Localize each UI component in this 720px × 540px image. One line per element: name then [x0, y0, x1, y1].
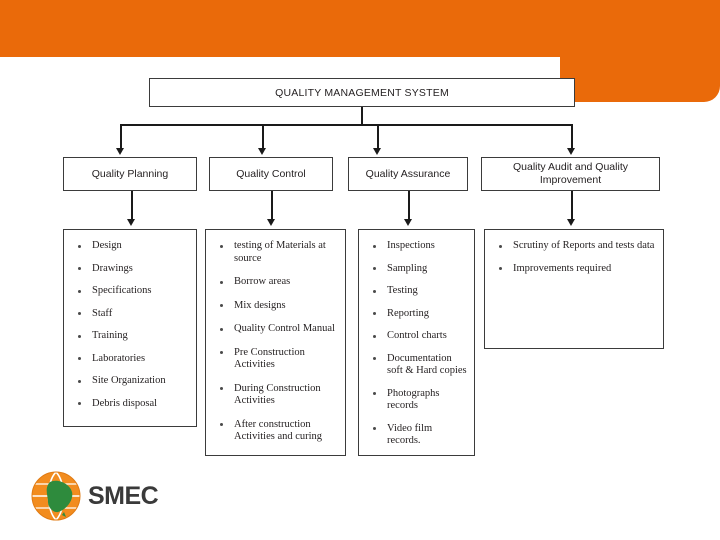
column-body-quality-control: testing of Materials at source Borrow ar…: [205, 229, 346, 456]
connector-head-to-body-1: [131, 191, 133, 221]
list-item: Inspections: [365, 240, 468, 253]
list-item: Sampling: [365, 263, 468, 276]
connector-arrow-4: [567, 148, 575, 155]
column-header-label: Quality Planning: [91, 167, 169, 180]
list-item: After construction Activities and curing: [212, 419, 339, 444]
smec-logo: SMEC: [30, 468, 190, 524]
connector-head-to-body-4: [571, 191, 573, 221]
connector-arrow-body-1: [127, 219, 135, 226]
column-body-quality-assurance: Inspections Sampling Testing Reporting C…: [358, 229, 475, 456]
smec-logo-text: SMEC: [88, 482, 159, 510]
list-item: Laboratories: [70, 353, 190, 366]
list-item: Improvements required: [491, 263, 657, 276]
globe-icon: [31, 471, 81, 521]
list-item: Photographs records: [365, 388, 468, 413]
connector-trunk-vertical: [361, 107, 363, 125]
connector-distribution-bar: [120, 124, 572, 126]
list-item: Control charts: [365, 330, 468, 343]
list-item: Documentation soft & Hard copies: [365, 353, 468, 378]
list-item: Video film records.: [365, 423, 468, 448]
list-item: Mix designs: [212, 300, 339, 313]
list-item: Design: [70, 240, 190, 253]
connector-arrow-body-2: [267, 219, 275, 226]
diagram-title: QUALITY MANAGEMENT SYSTEM: [275, 86, 449, 99]
connector-arrow-body-4: [567, 219, 575, 226]
list-quality-planning: Design Drawings Specifications Staff Tra…: [70, 240, 190, 410]
list-item: Reporting: [365, 308, 468, 321]
diagram-title-box: QUALITY MANAGEMENT SYSTEM: [149, 78, 575, 107]
connector-drop-4: [571, 124, 573, 150]
column-header-quality-control[interactable]: Quality Control: [209, 157, 333, 191]
list-item: During Construction Activities: [212, 383, 339, 408]
list-quality-audit: Scrutiny of Reports and tests data Impro…: [491, 240, 657, 275]
connector-head-to-body-2: [271, 191, 273, 221]
list-item: Testing: [365, 285, 468, 298]
list-item: Staff: [70, 308, 190, 321]
connector-head-to-body-3: [408, 191, 410, 221]
list-item: Scrutiny of Reports and tests data: [491, 240, 657, 253]
header-accent-band: [0, 0, 720, 57]
connector-drop-1: [120, 124, 122, 150]
list-item: Pre Construction Activities: [212, 347, 339, 372]
connector-arrow-2: [258, 148, 266, 155]
column-header-quality-planning[interactable]: Quality Planning: [63, 157, 197, 191]
column-header-quality-audit[interactable]: Quality Audit and Quality Improvement: [481, 157, 660, 191]
connector-drop-2: [262, 124, 264, 150]
header-accent-tab: [560, 57, 720, 102]
column-body-quality-planning: Design Drawings Specifications Staff Tra…: [63, 229, 197, 427]
list-quality-control: testing of Materials at source Borrow ar…: [212, 240, 339, 444]
connector-drop-3: [377, 124, 379, 150]
column-header-label: Quality Assurance: [365, 167, 451, 180]
list-item: Drawings: [70, 263, 190, 276]
list-quality-assurance: Inspections Sampling Testing Reporting C…: [365, 240, 468, 448]
connector-arrow-body-3: [404, 219, 412, 226]
list-item: Training: [70, 330, 190, 343]
list-item: Site Organization: [70, 375, 190, 388]
list-item: Specifications: [70, 285, 190, 298]
column-header-quality-assurance[interactable]: Quality Assurance: [348, 157, 468, 191]
list-item: Quality Control Manual: [212, 323, 339, 336]
list-item: testing of Materials at source: [212, 240, 339, 265]
column-body-quality-audit: Scrutiny of Reports and tests data Impro…: [484, 229, 664, 349]
list-item: Borrow areas: [212, 276, 339, 289]
connector-arrow-3: [373, 148, 381, 155]
column-header-label: Quality Audit and Quality Improvement: [513, 161, 628, 186]
connector-arrow-1: [116, 148, 124, 155]
column-header-label: Quality Control: [236, 167, 306, 180]
list-item: Debris disposal: [70, 398, 190, 411]
